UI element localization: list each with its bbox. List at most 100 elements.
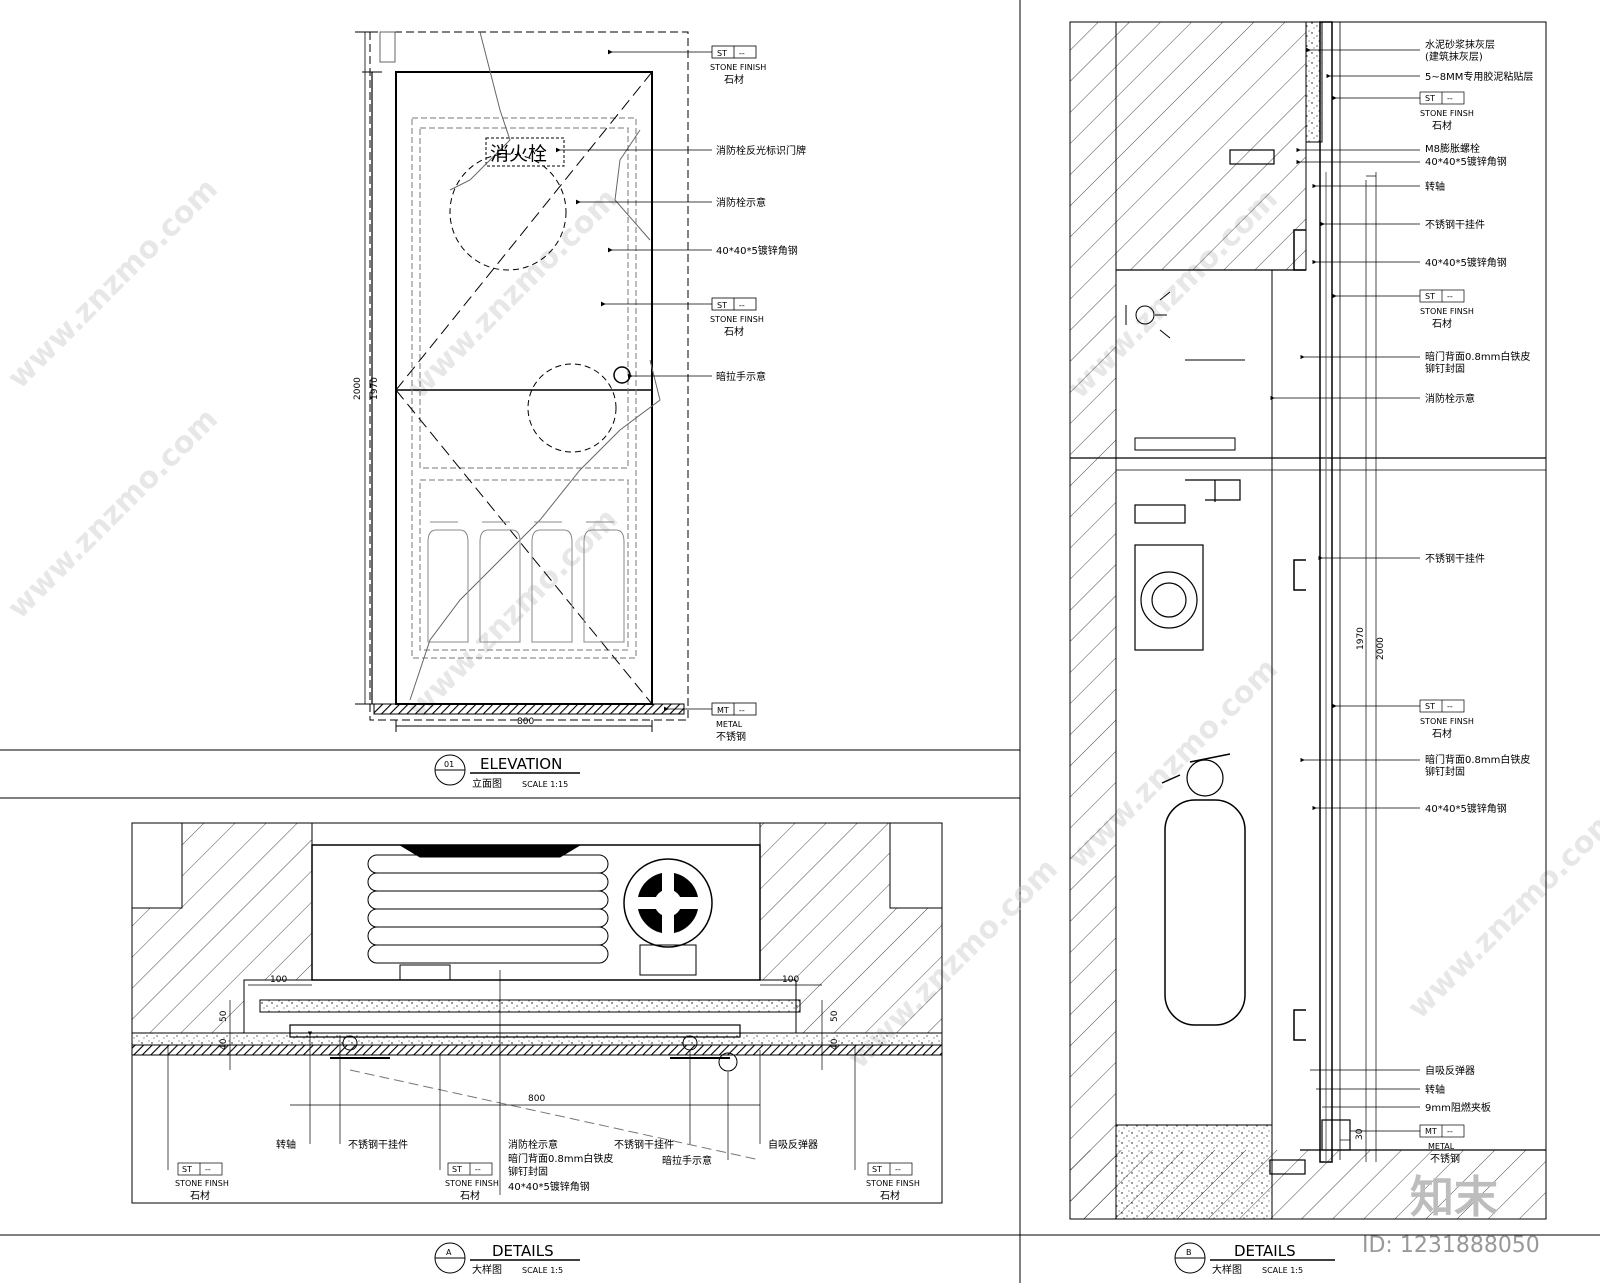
- dim-v2: 40: [219, 1038, 229, 1050]
- label-angle2: 40*40*5镀锌角钢: [1425, 256, 1507, 269]
- label-angle: 40*40*5镀锌角钢: [1425, 155, 1507, 168]
- callout-handle: 暗拉手示意: [716, 370, 766, 383]
- callout-code2: --: [739, 49, 745, 58]
- fire-extinguisher-icon: [1164, 799, 1246, 1026]
- label-handle: 暗拉手示意: [662, 1154, 712, 1167]
- label-hanger: 不锈钢干挂件: [348, 1138, 408, 1151]
- label-code2: --: [1447, 292, 1453, 301]
- callout-cn: 不锈钢: [716, 730, 746, 743]
- callout-angle-steel: 40*40*5镀锌角钢: [716, 244, 798, 257]
- label-pivot: 转轴: [276, 1138, 296, 1151]
- label-sheet: 暗门背面0.8mm白铁皮: [508, 1152, 613, 1165]
- detail-a-title: DETAILS: [492, 1242, 554, 1260]
- label-cn: 石材: [460, 1189, 480, 1202]
- label-code2: --: [895, 1165, 901, 1174]
- label-code2: --: [1447, 702, 1453, 711]
- label-code: ST: [1425, 94, 1435, 103]
- detail-b-drawing: [1069, 21, 1547, 1220]
- dim-v1: 50: [219, 1010, 229, 1022]
- label-cn: 石材: [880, 1189, 900, 1202]
- extinguisher-icons: [427, 521, 625, 643]
- label-hydrant: 消防栓示意: [508, 1138, 558, 1151]
- label-pivot2: 转轴: [1425, 1083, 1445, 1096]
- valve-icon: [1134, 544, 1204, 651]
- watermark-text: www.znzmo.com: [401, 502, 625, 726]
- callout-cn: 石材: [724, 325, 744, 338]
- label-code: ST: [872, 1165, 882, 1174]
- label-adhesive: 5~8MM专用胶泥粘贴层: [1425, 70, 1533, 83]
- label-rivet: 铆钉封固: [1425, 362, 1465, 375]
- callout-code2: --: [739, 301, 745, 310]
- detail-a-dim-text: 100 100 50 40 50 40 800: [219, 975, 840, 1104]
- label-code: ST: [452, 1165, 462, 1174]
- label-mortar-note: (建筑抹灰层): [1425, 50, 1483, 63]
- elevation-badge: 01: [444, 760, 454, 769]
- push-latch-icon: [718, 1052, 738, 1072]
- label-cn: 不锈钢: [1430, 1152, 1460, 1165]
- detail-b-scale: SCALE 1:5: [1262, 1266, 1303, 1275]
- detail-b-badge: B: [1186, 1248, 1192, 1257]
- label-angle3: 40*40*5镀锌角钢: [1425, 802, 1507, 815]
- expansion-bolt-icon: [1229, 149, 1275, 165]
- label-rivet2: 铆钉封固: [1425, 765, 1465, 778]
- dim-width: 800: [528, 1094, 545, 1104]
- brand-logo: 知末 ID: 1231888050: [1362, 1172, 1540, 1258]
- detail-a-labels: ST -- STONE FINSH 石材 转轴 不锈钢干挂件 ST -- STO…: [175, 1138, 920, 1202]
- callout-hydrant-label: 消防栓示意: [716, 196, 766, 209]
- detail-a-dims: [229, 970, 823, 1106]
- label-en: STONE FINSH: [866, 1179, 920, 1188]
- label-latch: 自吸反弹器: [1425, 1064, 1475, 1077]
- image-id: ID: 1231888050: [1362, 1233, 1540, 1258]
- lamp-icon: [1135, 305, 1155, 325]
- label-hanger2: 不锈钢干挂件: [1425, 552, 1485, 565]
- label-bolt: M8膨胀螺栓: [1425, 142, 1480, 155]
- callout-en: STONE FINISH: [710, 63, 766, 72]
- callout-code: ST: [717, 49, 727, 58]
- elevation-callout-text: ST -- STONE FINISH 石材 消防栓反光标识门牌 消防栓示意 40…: [710, 49, 806, 743]
- watermark-text: www.znzmo.com: [1, 402, 225, 626]
- dim-v4: 40: [830, 1038, 840, 1050]
- dim-2000: 2000: [353, 377, 363, 400]
- logo-text: 知末: [1410, 1172, 1498, 1223]
- dim-h1: 1970: [1356, 627, 1366, 650]
- label-plywood: 9mm阻燃夹板: [1425, 1101, 1491, 1114]
- label-mortar: 水泥砂浆抹灰层: [1425, 38, 1495, 51]
- label-code: ST: [1425, 292, 1435, 301]
- label-hydrant: 消防栓示意: [1425, 392, 1475, 405]
- label-en: STONE FINSH: [1420, 109, 1474, 118]
- dim-right: 100: [782, 975, 799, 985]
- pivot-icon: [342, 1035, 358, 1051]
- detail-a-badge: A: [446, 1248, 452, 1257]
- label-en: METAL: [1428, 1142, 1455, 1151]
- dim-v: 30: [1355, 1128, 1365, 1140]
- detail-b-dims: [1340, 175, 1376, 1141]
- detail-a-scale: SCALE 1:5: [522, 1266, 563, 1275]
- label-latch: 自吸反弹器: [768, 1138, 818, 1151]
- label-pivot: 转轴: [1425, 180, 1445, 193]
- detail-b-title: DETAILS: [1234, 1242, 1296, 1260]
- detail-b-leaders: [1270, 47, 1465, 1138]
- watermark-text: www.znzmo.com: [401, 182, 625, 406]
- label-code: ST: [182, 1165, 192, 1174]
- label-code2: --: [1447, 1127, 1453, 1136]
- detail-b-subtitle: 大样图: [1212, 1263, 1242, 1276]
- elevation-scale: SCALE 1:15: [522, 780, 568, 789]
- dim-v3: 50: [830, 1010, 840, 1022]
- label-code: MT: [1425, 1127, 1437, 1136]
- label-angle: 40*40*5镀锌角钢: [508, 1180, 590, 1193]
- label-hanger: 不锈钢干挂件: [1425, 218, 1485, 231]
- dim-800: 800: [517, 717, 534, 727]
- hose-reel-icon: [367, 854, 609, 964]
- detail-a-subtitle: 大样图: [472, 1263, 502, 1276]
- label-en: STONE FINSH: [445, 1179, 499, 1188]
- detail-a-title-block: A DETAILS 大样图 SCALE 1:5: [434, 1242, 580, 1276]
- detail-b-title-block: B DETAILS 大样图 SCALE 1:5: [1174, 1242, 1335, 1276]
- detail-a-drawing: [131, 822, 943, 1204]
- callout-code2: --: [739, 706, 745, 715]
- label-cn: 石材: [1432, 727, 1452, 740]
- label-en: STONE FINSH: [1420, 717, 1474, 726]
- label-code2: --: [205, 1165, 211, 1174]
- callout-sign-label: 消防栓反光标识门牌: [716, 144, 806, 157]
